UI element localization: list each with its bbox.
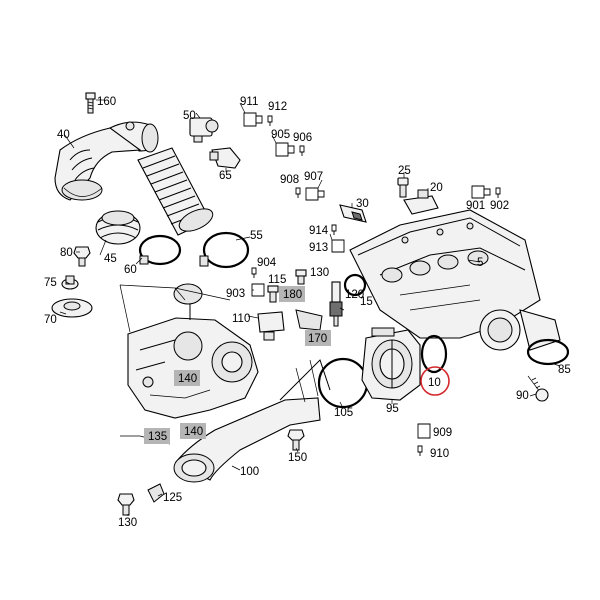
label-10: 10	[428, 377, 441, 389]
label-140-upper: 140	[178, 373, 197, 385]
washer-70	[51, 298, 93, 318]
bolt-25	[397, 177, 409, 198]
label-908: 908	[280, 174, 299, 186]
label-120: 120	[345, 289, 364, 301]
label-80: 80	[60, 247, 73, 259]
label-125: 125	[163, 492, 182, 504]
label-105: 105	[334, 407, 353, 419]
bolt-160	[85, 92, 96, 114]
label-50: 50	[183, 110, 196, 122]
callout-labels: 160 40 911 912 50 905 906 65 908 907 25 …	[44, 96, 571, 529]
highlight-circle-10	[420, 366, 450, 396]
label-65: 65	[219, 170, 232, 182]
corrugated-hose-45	[137, 147, 214, 236]
label-912: 912	[268, 101, 287, 113]
connector-901	[471, 185, 501, 199]
label-70: 70	[44, 314, 57, 326]
label-60: 60	[124, 264, 137, 276]
label-180: 180	[283, 289, 302, 301]
connector-905	[275, 142, 305, 157]
label-160: 160	[97, 96, 116, 108]
sensor-110	[257, 311, 285, 341]
label-135: 135	[148, 431, 167, 443]
gasket-15	[343, 273, 367, 297]
label-90: 90	[516, 390, 529, 402]
gasket-85	[526, 338, 570, 366]
clamp-60	[138, 234, 182, 266]
sensor-65	[209, 147, 241, 169]
charge-pipe-100	[173, 359, 331, 483]
bolt-150	[287, 429, 305, 451]
throttle-body-95	[361, 327, 421, 401]
connector-907	[295, 187, 325, 201]
bolt-130-lower	[117, 493, 135, 516]
leader-lines	[59, 99, 561, 516]
label-140-lower: 140	[184, 426, 203, 438]
turbocharger	[127, 283, 259, 419]
label-110: 110	[232, 313, 250, 325]
label-40: 40	[57, 129, 70, 141]
label-905: 905	[271, 129, 290, 141]
label-75: 75	[44, 277, 57, 289]
label-55: 55	[250, 230, 263, 242]
label-130-lower: 130	[118, 517, 137, 529]
label-130-upper: 130	[310, 267, 329, 279]
label-910: 910	[430, 448, 449, 460]
label-170: 170	[308, 333, 327, 345]
bolt-80	[73, 246, 91, 267]
connector-903	[251, 267, 265, 297]
label-913: 913	[309, 242, 328, 254]
label-20: 20	[430, 182, 443, 194]
connector-909	[417, 423, 431, 456]
sensor-30	[339, 204, 367, 223]
label-15: 15	[360, 296, 373, 308]
label-906: 906	[293, 132, 312, 144]
label-907: 907	[304, 171, 323, 183]
label-45: 45	[104, 253, 117, 265]
label-903: 903	[226, 288, 245, 300]
connector-911	[243, 112, 273, 127]
intake-pipe-40	[54, 121, 159, 201]
valve-50	[189, 117, 219, 143]
label-100: 100	[240, 466, 259, 478]
hose-45	[95, 210, 141, 245]
label-150: 150	[288, 452, 307, 464]
label-5: 5	[477, 257, 483, 269]
sensor-120	[329, 281, 343, 327]
bolt-130-upper	[295, 269, 307, 285]
label-25: 25	[398, 165, 411, 177]
sensor-20	[403, 189, 439, 215]
label-914: 914	[309, 225, 329, 237]
label-30: 30	[356, 198, 369, 210]
label-85: 85	[558, 364, 571, 376]
bolt-115	[267, 285, 279, 303]
shaded-label-backgrounds	[144, 286, 331, 444]
label-902: 902	[490, 200, 509, 212]
label-911: 911	[240, 96, 258, 108]
bolt-90	[527, 375, 549, 402]
label-95: 95	[386, 403, 399, 415]
label-115: 115	[268, 274, 286, 286]
bracket-170	[295, 309, 323, 331]
label-901: 901	[466, 200, 485, 212]
label-909: 909	[433, 427, 452, 439]
label-904: 904	[257, 257, 277, 269]
connector-913	[331, 224, 345, 253]
clamp-55	[199, 231, 250, 269]
bolt-75	[61, 275, 79, 290]
ring-105	[317, 357, 369, 409]
bracket-125	[147, 483, 165, 503]
